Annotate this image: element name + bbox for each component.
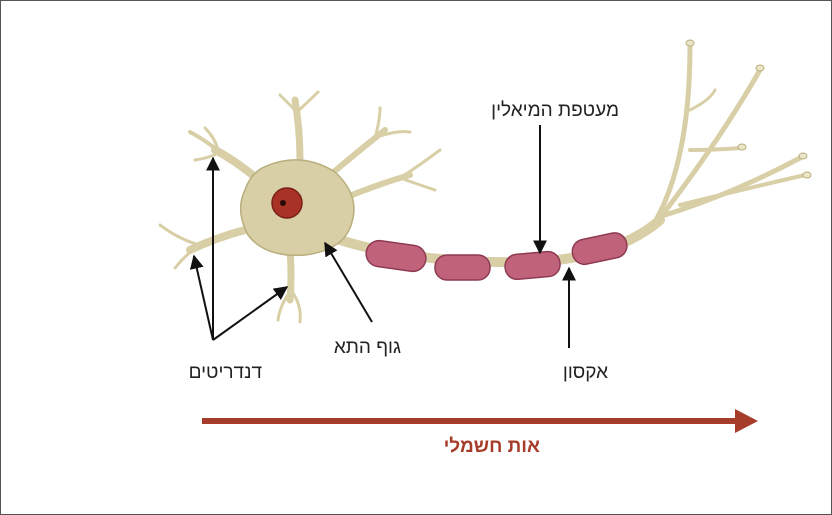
nucleus	[272, 188, 302, 218]
nucleolus	[280, 200, 286, 206]
dendrites-label: דנדריטים	[189, 362, 263, 383]
dendrite-arrow-2	[194, 256, 213, 340]
axon-label: אקסון	[563, 362, 608, 383]
dendrite-arrow-3	[213, 287, 287, 340]
signal-label: אות חשמלי	[444, 436, 540, 457]
axon-terminals	[655, 45, 805, 222]
myelin-sheath-label: מעטפת המיאלין	[491, 100, 619, 121]
cell-body-arrow	[325, 243, 372, 322]
cell-body-label: גוף התא	[334, 337, 401, 358]
myelin-segments	[364, 231, 629, 281]
neuron-illustration	[160, 40, 811, 322]
signal-direction-arrow	[202, 409, 758, 433]
